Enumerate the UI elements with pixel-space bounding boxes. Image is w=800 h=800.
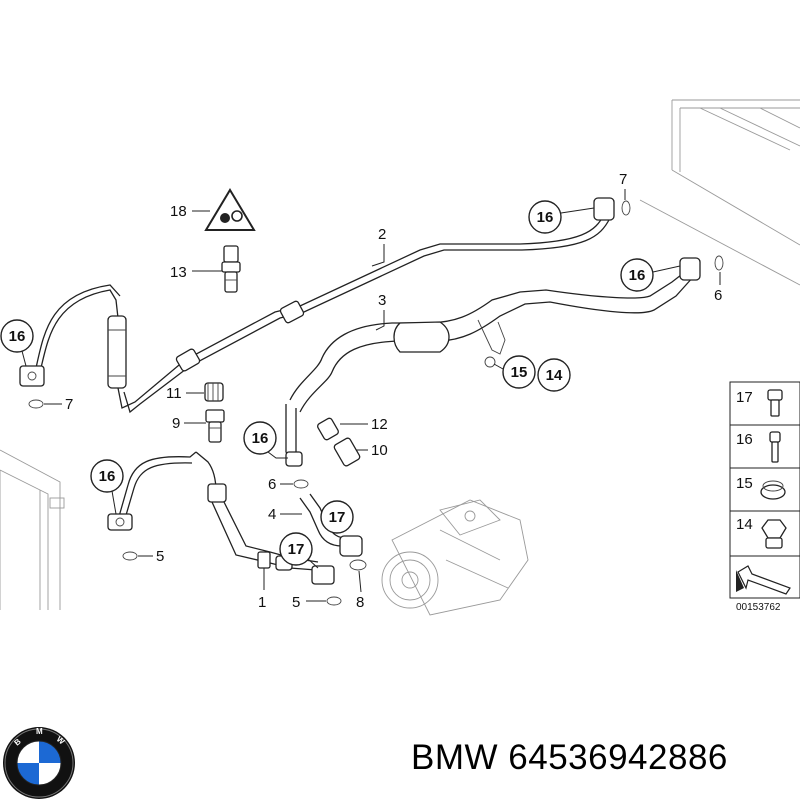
- screw-shank-icon: [771, 441, 779, 463]
- svg-text:W: W: [55, 735, 67, 747]
- radiator-outline: [0, 449, 65, 610]
- callout-7-upper: 7: [619, 171, 627, 200]
- part-number-caption: BMW 64536942886: [411, 738, 728, 777]
- svg-text:5: 5: [156, 548, 164, 565]
- svg-text:16: 16: [99, 468, 116, 485]
- bolt-head-icon: [767, 389, 783, 401]
- warning-triangle-symbol: [204, 188, 256, 231]
- callout-4: 4: [268, 506, 302, 523]
- legend-row-15: 15: [736, 475, 786, 500]
- legend-row-14: 14: [736, 516, 787, 549]
- svg-text:1: 1: [258, 594, 266, 611]
- fitting-16-left-end: [19, 365, 45, 387]
- svg-text:6: 6: [714, 287, 722, 304]
- svg-text:14: 14: [546, 367, 563, 384]
- callout-14: 14: [537, 358, 571, 392]
- legend-arrow-symbol: [736, 565, 791, 595]
- svg-text:16: 16: [252, 430, 269, 447]
- o-ring-6-middle: [293, 479, 309, 489]
- o-ring-7-upper: [621, 200, 631, 216]
- condenser-outline: [639, 99, 800, 286]
- line-3-suction-hose: [285, 257, 701, 467]
- svg-text:18: 18: [170, 203, 187, 220]
- callout-16-middle: 16: [243, 421, 288, 459]
- svg-text:15: 15: [736, 475, 753, 492]
- valve-core-10: [333, 437, 361, 467]
- callout-7-left: 7: [44, 396, 73, 413]
- callout-16-upper: 16: [528, 200, 595, 234]
- valve-cap-11: [204, 382, 224, 402]
- valve-cap-12: [317, 417, 339, 441]
- svg-text:10: 10: [371, 442, 388, 459]
- callout-9: 9: [172, 415, 206, 432]
- line-4-short-hose: [299, 493, 363, 557]
- svg-text:14: 14: [736, 516, 753, 533]
- svg-text:17: 17: [288, 541, 305, 558]
- svg-text:B: B: [13, 737, 23, 748]
- o-ring-5-left: [122, 551, 138, 561]
- svg-text:M: M: [36, 727, 43, 736]
- callout-13: 13: [170, 264, 222, 281]
- callout-2: 2: [371, 226, 386, 267]
- callout-6-middle: 6: [268, 476, 293, 493]
- callout-17-lower: 17: [279, 532, 319, 569]
- svg-text:15: 15: [511, 364, 528, 381]
- ac-compressor: [381, 499, 529, 616]
- callout-16-left: 16: [0, 319, 34, 367]
- o-ring-5-lower: [326, 596, 342, 606]
- callout-8: 8: [356, 570, 364, 611]
- svg-text:8: 8: [356, 594, 364, 611]
- svg-text:16: 16: [9, 328, 26, 345]
- callout-1: 1: [258, 568, 266, 611]
- drawing-code: 00153762: [736, 602, 781, 613]
- o-ring-6-upper: [714, 255, 724, 271]
- svg-text:2: 2: [378, 226, 386, 243]
- legend-row-16: 16: [736, 431, 781, 463]
- svg-text:6: 6: [268, 476, 276, 493]
- svg-text:3: 3: [378, 292, 386, 309]
- callout-5-lower: 5: [292, 594, 326, 611]
- svg-text:9: 9: [172, 415, 180, 432]
- svg-text:4: 4: [268, 506, 276, 523]
- callout-6-upper: 6: [714, 272, 722, 304]
- svg-text:16: 16: [537, 209, 554, 226]
- svg-text:17: 17: [736, 389, 753, 406]
- line-2-upper-pipe: [35, 197, 615, 414]
- svg-text:11: 11: [166, 385, 182, 402]
- svg-text:13: 13: [170, 264, 187, 281]
- svg-text:7: 7: [619, 171, 627, 188]
- legend-row-17: 17: [736, 389, 783, 417]
- grommet-icon: [760, 484, 786, 500]
- bmw-logo: B M W: [3, 727, 75, 799]
- valve-core-9: [205, 409, 225, 443]
- callout-3: 3: [375, 292, 386, 331]
- svg-text:5: 5: [292, 594, 300, 611]
- line-1-lower-pipe: [107, 451, 335, 585]
- screw-head-icon: [769, 431, 781, 443]
- callout-10: 10: [356, 442, 388, 459]
- callout-17-upper: 17: [320, 500, 354, 534]
- svg-text:12: 12: [371, 416, 388, 433]
- o-ring-8: [349, 559, 367, 571]
- callout-12: 12: [340, 416, 388, 433]
- callout-16-lower: 16: [90, 459, 124, 515]
- o-ring-7-left: [28, 399, 44, 409]
- bolt-shank-icon: [770, 399, 780, 417]
- callout-15: 15: [493, 355, 536, 389]
- svg-text:16: 16: [629, 267, 646, 284]
- svg-text:16: 16: [736, 431, 753, 448]
- callout-18: 18: [170, 203, 210, 220]
- callout-16-right: 16: [620, 258, 681, 292]
- svg-text:7: 7: [65, 396, 73, 413]
- callout-5-left: 5: [138, 548, 164, 565]
- svg-text:17: 17: [329, 509, 346, 526]
- pressure-switch-13: [221, 245, 241, 293]
- callout-11: 11: [166, 385, 204, 402]
